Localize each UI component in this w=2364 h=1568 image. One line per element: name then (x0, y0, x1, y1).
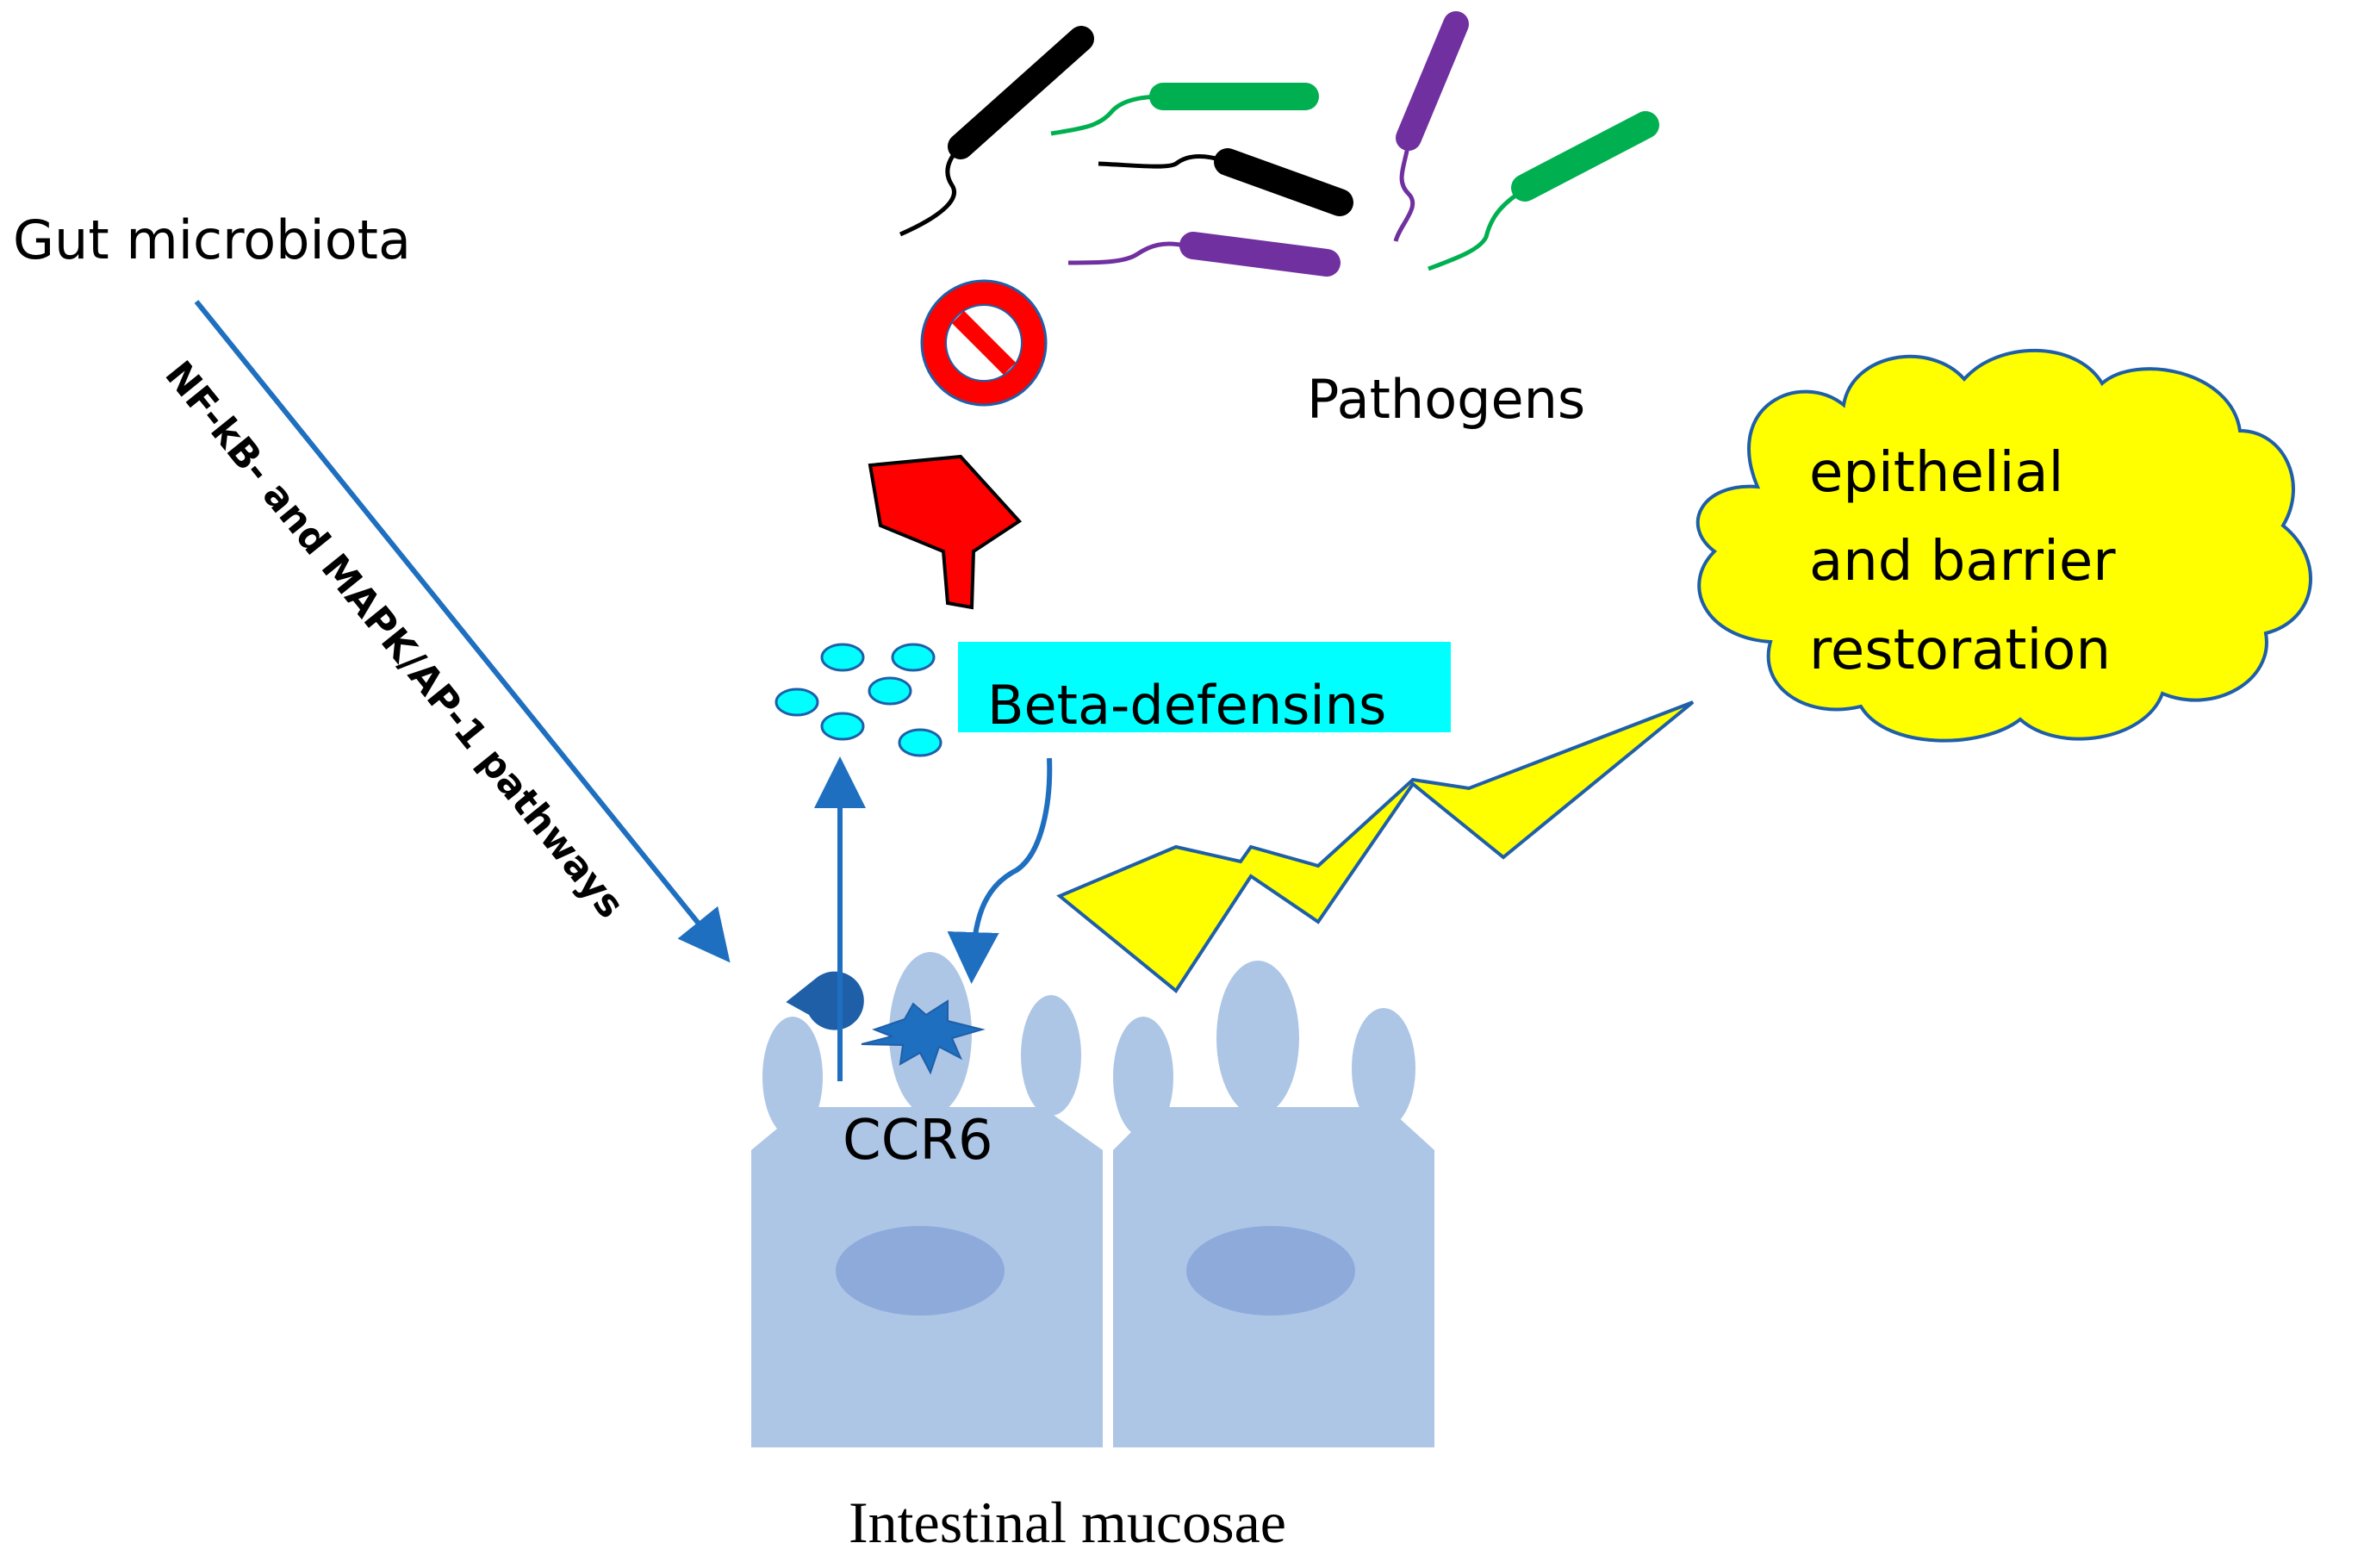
restoration-line-3: restoration (1809, 619, 2111, 682)
receptor-pacman-icon (786, 971, 864, 1030)
epithelial-cell-right (1113, 961, 1434, 1447)
defensin-particles (775, 643, 942, 757)
beta-defensins-label: Beta-defensins (987, 674, 1386, 737)
nucleus-left (836, 1226, 1005, 1316)
intestinal-mucosae-label: Intestinal mucosae (849, 1490, 1286, 1555)
gut-microbiota-label: Gut microbiota (13, 208, 411, 271)
lightning-bolt-icon (1056, 700, 1695, 993)
pathway-arrow (194, 300, 731, 963)
pathogen-bacteria-group (899, 11, 1659, 277)
bacterium-purple-2 (1067, 232, 1341, 277)
prohibition-icon (920, 279, 1048, 407)
bacterium-purple-1 (1393, 11, 1469, 242)
ccr6-label: CCR6 (843, 1109, 993, 1173)
restoration-line-2: and barrier (1809, 530, 2116, 594)
bacterium-green-2 (1428, 111, 1659, 271)
pathway-label: NF-kB- and MAPK/AP-1 pathways (156, 353, 632, 927)
nucleus-right (1186, 1226, 1355, 1316)
ligand-star-icon (861, 999, 986, 1075)
up-arrow-icon (868, 454, 1023, 610)
binding-arrow (947, 757, 1053, 984)
pathogens-label: Pathogens (1307, 368, 1585, 431)
cloud-shape (1695, 348, 2312, 743)
bacterium-black-1 (899, 26, 1094, 237)
bacterium-black-2 (1098, 148, 1353, 216)
bacterium-green-1 (1050, 83, 1319, 136)
beta-defensins-box (958, 642, 1451, 732)
restoration-line-1: epithelial (1809, 441, 2063, 505)
